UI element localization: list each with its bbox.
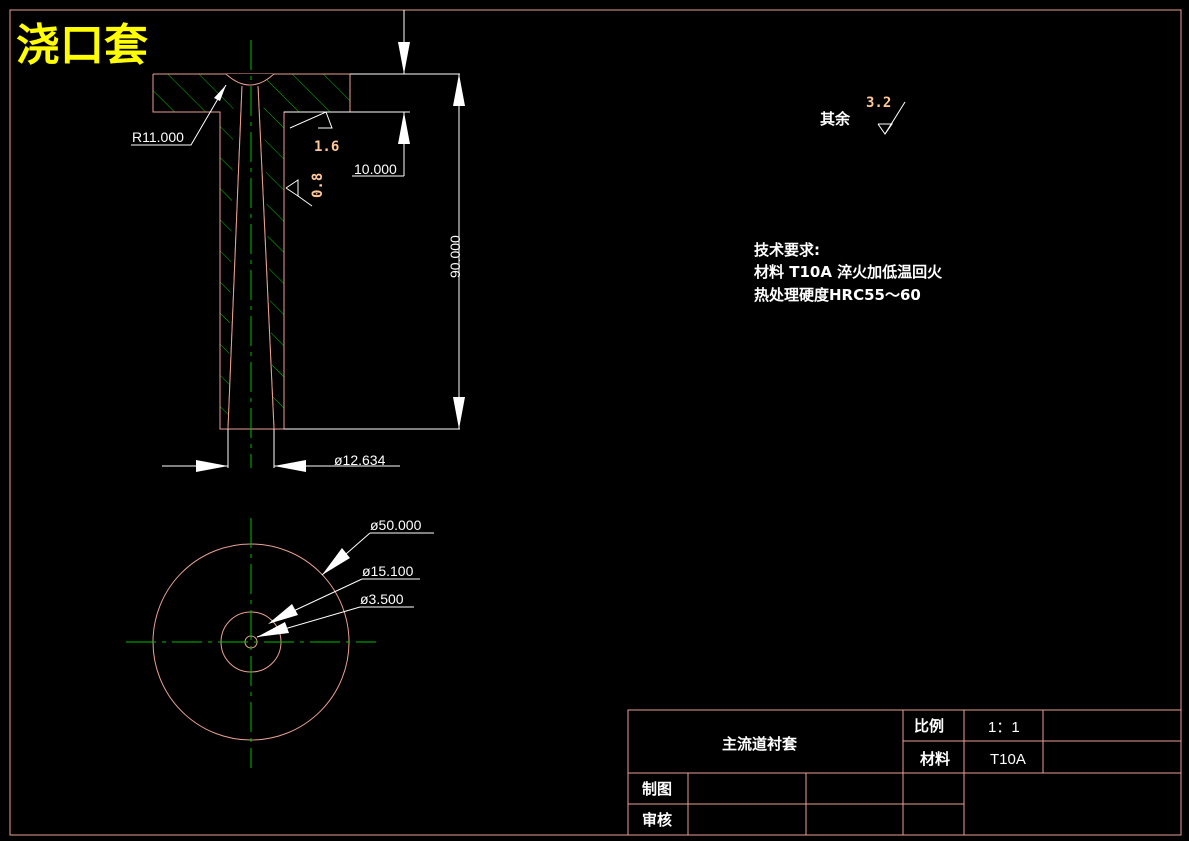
svg-text:0.8: 0.8 [310,173,326,198]
material-label: 材料 [920,750,950,768]
svg-text:R11.000: R11.000 [132,129,184,145]
scale-value: 1：1 [988,719,1020,736]
svg-text:材料 T10A 淬火加低温回火: 材料 T10A 淬火加低温回火 [754,263,943,281]
drawing-title: 浇口套 [16,20,148,71]
svg-text:1.6: 1.6 [314,139,339,155]
svg-text:ø15.100: ø15.100 [362,563,414,579]
plan-view [126,518,376,768]
svg-text:ø3.500: ø3.500 [360,591,404,607]
section-view [152,40,460,468]
radius-dimension: R11.000 [131,84,227,146]
svg-text:3.2: 3.2 [866,95,891,111]
mid-diameter-leader: ø15.100 [268,563,420,624]
svg-text:10.000: 10.000 [354,161,397,177]
hatch-right [263,74,350,429]
roughness-face: 1.6 [289,111,339,155]
scale-label: 比例 [914,717,944,735]
svg-text:90.000: 90.000 [447,235,463,278]
part-name: 主流道衬套 [722,735,798,753]
taper-diameter-dimension: ø12.634 [162,429,400,472]
drawing-border [9,9,1182,836]
hatch-left [153,74,234,429]
drawn-label: 制图 [642,780,672,798]
depth-dimension: 10.000 [284,10,460,177]
material-value: T10A [990,751,1026,768]
tech-requirements: 技术要求: 材料 T10A 淬火加低温回火 热处理硬度HRC55～60 [754,241,943,304]
checked-label: 审核 [642,811,672,829]
svg-text:热处理硬度HRC55～60: 热处理硬度HRC55～60 [754,286,921,304]
svg-text:ø12.634: ø12.634 [334,452,386,468]
svg-text:其余: 其余 [820,110,851,128]
length-dimension: 90.000 [284,74,465,430]
title-block [627,709,1182,836]
svg-text:ø50.000: ø50.000 [370,517,422,533]
other-roughness-note: 其余 3.2 [820,95,906,135]
spherical-recess [225,73,275,86]
outer-diameter-leader: ø50.000 [321,517,434,576]
svg-text:技术要求:: 技术要求: [754,241,820,259]
inner-diameter-leader: ø3.500 [256,591,414,638]
roughness-bore: 0.8 [285,173,326,207]
